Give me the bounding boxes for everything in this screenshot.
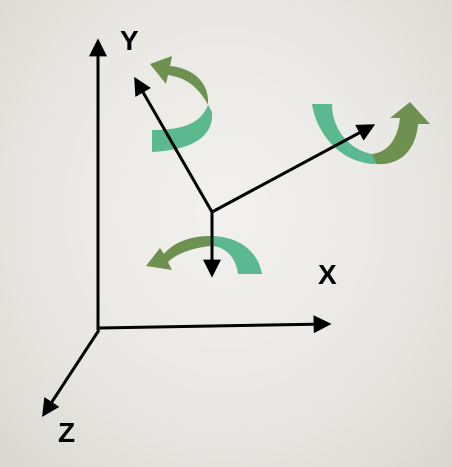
- y-axis-label: Y: [120, 25, 139, 56]
- x-axis-label: X: [318, 259, 337, 290]
- global-axes: [42, 38, 332, 418]
- local-axes: [134, 76, 376, 278]
- local-y-axis-arrow-icon: [134, 76, 214, 213]
- rotation-arrow-x-icon: [312, 102, 430, 165]
- rotation-arrow-y-icon: [150, 56, 213, 152]
- local-x-axis-arrow-icon: [211, 124, 376, 214]
- global-x-axis-arrow-icon: [97, 315, 332, 334]
- z-axis-label: Z: [58, 417, 75, 448]
- global-z-axis-arrow-icon: [42, 329, 101, 418]
- rotation-arrow-z-icon: [146, 236, 262, 274]
